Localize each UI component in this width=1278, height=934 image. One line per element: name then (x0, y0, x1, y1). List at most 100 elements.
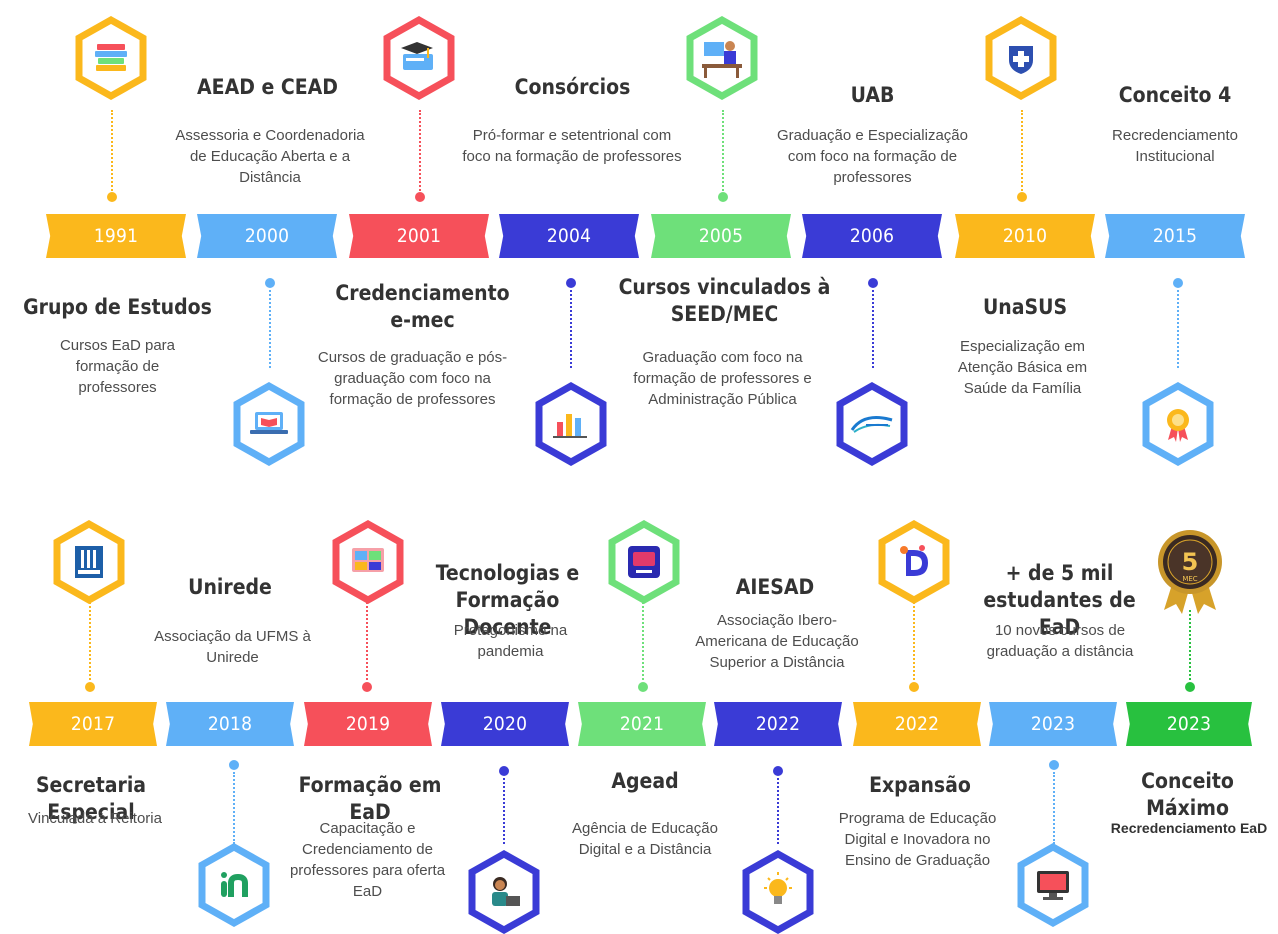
connector-2004 (570, 290, 572, 368)
milestone-title-2023a: + de 5 mil estudantes de EaD (983, 561, 1136, 639)
milestone-desc-2023a: 10 novos cursos de graduação a distância (986, 622, 1134, 660)
connector-dot-2005 (718, 192, 728, 202)
connector-2023a (1053, 772, 1055, 844)
year-pill-2019: 2019 (304, 702, 432, 746)
connector-2023b (1189, 610, 1191, 680)
agead-logo-icon (608, 520, 680, 604)
connector-dot-2004 (566, 278, 576, 288)
milestone-title-2004: Consórcios (514, 75, 631, 99)
award-ribbon-icon (1142, 382, 1214, 466)
health-shield-icon (985, 16, 1057, 100)
milestone-desc-2022b: Programa de Educação Digital e Inovadora… (838, 810, 997, 869)
medal-5-mec-icon: 5 MEC (1158, 530, 1222, 614)
year-pill-1991: 1991 (46, 214, 186, 258)
milestone-desc-2022a: Associação Ibero-Americana de Educação S… (695, 612, 859, 671)
bar-chart-icon (535, 382, 607, 466)
milestone-desc-2017: Vinculada à Reitoria (28, 810, 162, 827)
connector-dot-2015 (1173, 278, 1183, 288)
laptop-book-icon (233, 382, 305, 466)
milestone-desc-2020: Protagonismo na pandemia (453, 622, 568, 660)
svg-text:MEC: MEC (1182, 575, 1197, 583)
uab-logo-icon (836, 382, 908, 466)
connector-2006 (872, 290, 874, 368)
connector-2018 (233, 772, 235, 844)
connector-dot-2021 (638, 682, 648, 692)
milestone-desc-2006: Graduação e Especialização com foco na f… (777, 127, 968, 186)
books-icon (75, 16, 147, 100)
year-pill-2018: 2018 (166, 702, 294, 746)
year-pill-2023a: 2023 (989, 702, 1117, 746)
milestone-desc-2018: Associação da UFMS à Unirede (154, 628, 311, 666)
connector-2000 (269, 290, 271, 368)
connector-2020 (503, 778, 505, 844)
video-meeting-icon (332, 520, 404, 604)
connector-dot-2019 (362, 682, 372, 692)
milestone-desc-2001: Cursos de graduação e pós-graduação com … (317, 349, 508, 408)
milestone-title-2022a: AIESAD (735, 575, 815, 599)
connector-1991 (111, 110, 113, 195)
milestone-title-2001: Credenciamento e-mec (335, 281, 510, 332)
milestone-title-2019: Formação em EaD (298, 773, 442, 824)
computer-monitor-icon (1017, 843, 1089, 927)
connector-dot-2023b (1185, 682, 1195, 692)
connector-2015 (1177, 290, 1179, 368)
svg-text:5: 5 (1182, 548, 1199, 576)
year-pill-2022a: 2022 (714, 702, 842, 746)
milestone-title-2006: UAB (850, 83, 895, 107)
graduation-icon (383, 16, 455, 100)
digital-logo-icon (878, 520, 950, 604)
connector-2019 (366, 602, 368, 680)
milestone-title-2017: Secretaria Especial (35, 773, 147, 824)
year-pill-2006: 2006 (802, 214, 942, 258)
milestone-title-2023b: Conceito Máximo (1141, 769, 1234, 820)
connector-dot-2006 (868, 278, 878, 288)
connector-2001 (419, 110, 421, 195)
connector-2021 (642, 602, 644, 680)
milestone-desc-2015: Recredenciamento Institucional (1112, 127, 1238, 165)
connector-dot-2018 (229, 760, 239, 770)
milestone-title-2005: Cursos vinculados à SEED/MEC (618, 275, 831, 326)
connector-2022b (913, 602, 915, 680)
connector-dot-2001 (415, 192, 425, 202)
year-pill-2020: 2020 (441, 702, 569, 746)
lightbulb-icon (742, 850, 814, 934)
unirede-logo-icon (198, 843, 270, 927)
connector-dot-2010 (1017, 192, 1027, 202)
connector-dot-2000 (265, 278, 275, 288)
milestone-desc-2010: Especialização em Atenção Básica em Saúd… (957, 338, 1088, 397)
year-pill-2022b: 2022 (853, 702, 981, 746)
year-pill-2010: 2010 (955, 214, 1095, 258)
milestone-desc-1991: Cursos EaD para formação de professores (59, 337, 176, 396)
connector-2010 (1021, 110, 1023, 195)
year-pill-2000: 2000 (197, 214, 337, 258)
milestone-title-2015: Conceito 4 (1118, 83, 1232, 107)
milestone-desc-2000: Assessoria e Coordenadoria de Educação A… (175, 127, 365, 186)
milestone-title-2000: AEAD e CEAD (197, 75, 338, 99)
milestone-desc-2004: Pró-formar e setentrional com foco na fo… (462, 127, 682, 165)
year-pill-2001: 2001 (349, 214, 489, 258)
connector-dot-2020 (499, 766, 509, 776)
milestone-title-2022b: Expansão (869, 773, 971, 797)
connector-dot-2017 (85, 682, 95, 692)
connector-2022a (777, 778, 779, 844)
connector-dot-2023a (1049, 760, 1059, 770)
connector-2017 (89, 602, 91, 680)
milestone-title-2021: Agead (611, 769, 679, 793)
ufms-logo-icon (53, 520, 125, 604)
connector-dot-2022a (773, 766, 783, 776)
milestone-desc-2021: Agência de Educação Digital e a Distânci… (572, 820, 718, 858)
milestone-title-2020: Tecnologias e Formação Docente (435, 561, 580, 639)
year-pill-2004: 2004 (499, 214, 639, 258)
milestone-desc-2005: Graduação com foco na formação de profes… (633, 349, 812, 408)
connector-dot-1991 (107, 192, 117, 202)
milestone-desc-2023b: Recredenciamento EaD (1110, 820, 1268, 836)
teacher-desk-icon (686, 16, 758, 100)
year-pill-2023b: 2023 (1126, 702, 1252, 746)
teacher-laptop-icon (468, 850, 540, 934)
milestone-desc-2019: Capacitação e Credenciamento de professo… (289, 820, 446, 900)
milestone-title-1991: Grupo de Estudos (23, 295, 212, 319)
year-pill-2017: 2017 (29, 702, 157, 746)
year-pill-2005: 2005 (651, 214, 791, 258)
milestone-title-2018: Unirede (188, 575, 272, 599)
milestone-title-2010: UnaSUS (982, 295, 1068, 319)
